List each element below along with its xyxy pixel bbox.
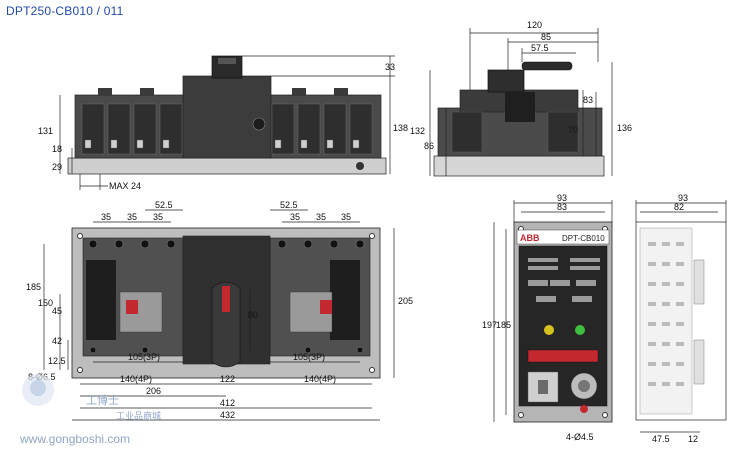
dim-front-35-c: 35 [153,212,163,222]
emergency-button-icon [580,405,588,413]
front-view: 35 35 35 52.5 35 35 35 52.5 185 205 150 … [26,200,413,421]
watermark-sub: 工业品商城 [116,410,161,421]
dim-front-140-4p-left: 140(4P) [120,374,152,384]
dim-front-105-3p-left: 105(3P) [128,352,160,362]
dim-ctrl-83: 83 [557,202,567,212]
dim-front-412: 412 [220,398,235,408]
dim-top-18: 18 [52,144,62,154]
page-title: DPT250-CB010 / 011 [6,4,124,18]
side-view: 120 85 57.5 132 86 70 83 136 [410,20,632,177]
dim-side2-12: 12 [688,434,698,444]
dim-side-132: 132 [410,126,425,136]
led-yellow-icon [544,325,554,335]
dim-front-45: 45 [52,306,62,316]
dim-side-136: 136 [617,123,632,133]
controller-model: DPT-CB010 [562,234,605,243]
dim-top-29: 29 [52,162,62,172]
led-green-icon [575,325,585,335]
dim-front-205: 205 [398,296,413,306]
dim-side-86: 86 [424,141,434,151]
dim-ctrl-93: 93 [557,193,567,203]
dim-front-52-5-right: 52.5 [280,200,298,210]
dim-front-42: 42 [52,336,62,346]
dim-front-80: 80 [248,310,258,320]
watermark: 工博士 工业品商城 www.gongboshi.com [19,374,161,446]
dim-front-35-a: 35 [101,212,111,222]
dim-front-105-3p-right: 105(3P) [293,352,325,362]
dim-side-85: 85 [541,32,551,42]
dim-side-70: 70 [568,125,578,135]
dim-front-122: 122 [220,374,235,384]
dim-front-35-b: 35 [127,212,137,222]
dim-front-206: 206 [146,386,161,396]
controller-front: ABB DPT-CB010 93 83 197 185 4-Ø4.5 [482,193,613,442]
dim-ctrl-197: 197 [482,320,497,330]
dim-front-432: 432 [220,410,235,420]
dim-front-35-f: 35 [341,212,351,222]
dim-front-35-e: 35 [316,212,326,222]
dim-front-185: 185 [26,282,41,292]
dim-front-140-4p-right: 140(4P) [304,374,336,384]
dim-front-12-5: 12.5 [48,356,66,366]
dim-side-120: 120 [527,20,542,30]
dim-side-83: 83 [583,95,593,105]
dim-side2-82: 82 [674,202,684,212]
dim-ctrl-holes: 4-Ø4.5 [566,432,594,442]
dim-front-35-d: 35 [290,212,300,222]
dim-side-57-5: 57.5 [531,43,549,53]
watermark-brand: 工博士 [86,394,119,407]
dim-top-max24: MAX 24 [109,181,141,191]
controller-brand: ABB [520,233,540,243]
dim-ctrl-185: 185 [496,320,511,330]
dim-front-52-5-left: 52.5 [155,200,173,210]
dim-side2-93: 93 [678,193,688,203]
dim-side2-47-5: 47.5 [652,434,670,444]
dim-top-131: 131 [38,126,53,136]
dim-top-138: 138 [393,123,408,133]
dim-top-33: 33 [385,62,395,72]
dim-front-150: 150 [38,298,53,308]
top-view: 33 131 138 18 29 MAX 24 [38,55,408,191]
watermark-url: www.gongboshi.com [19,432,130,446]
controller-side: 93 82 47.5 12 [635,193,727,444]
